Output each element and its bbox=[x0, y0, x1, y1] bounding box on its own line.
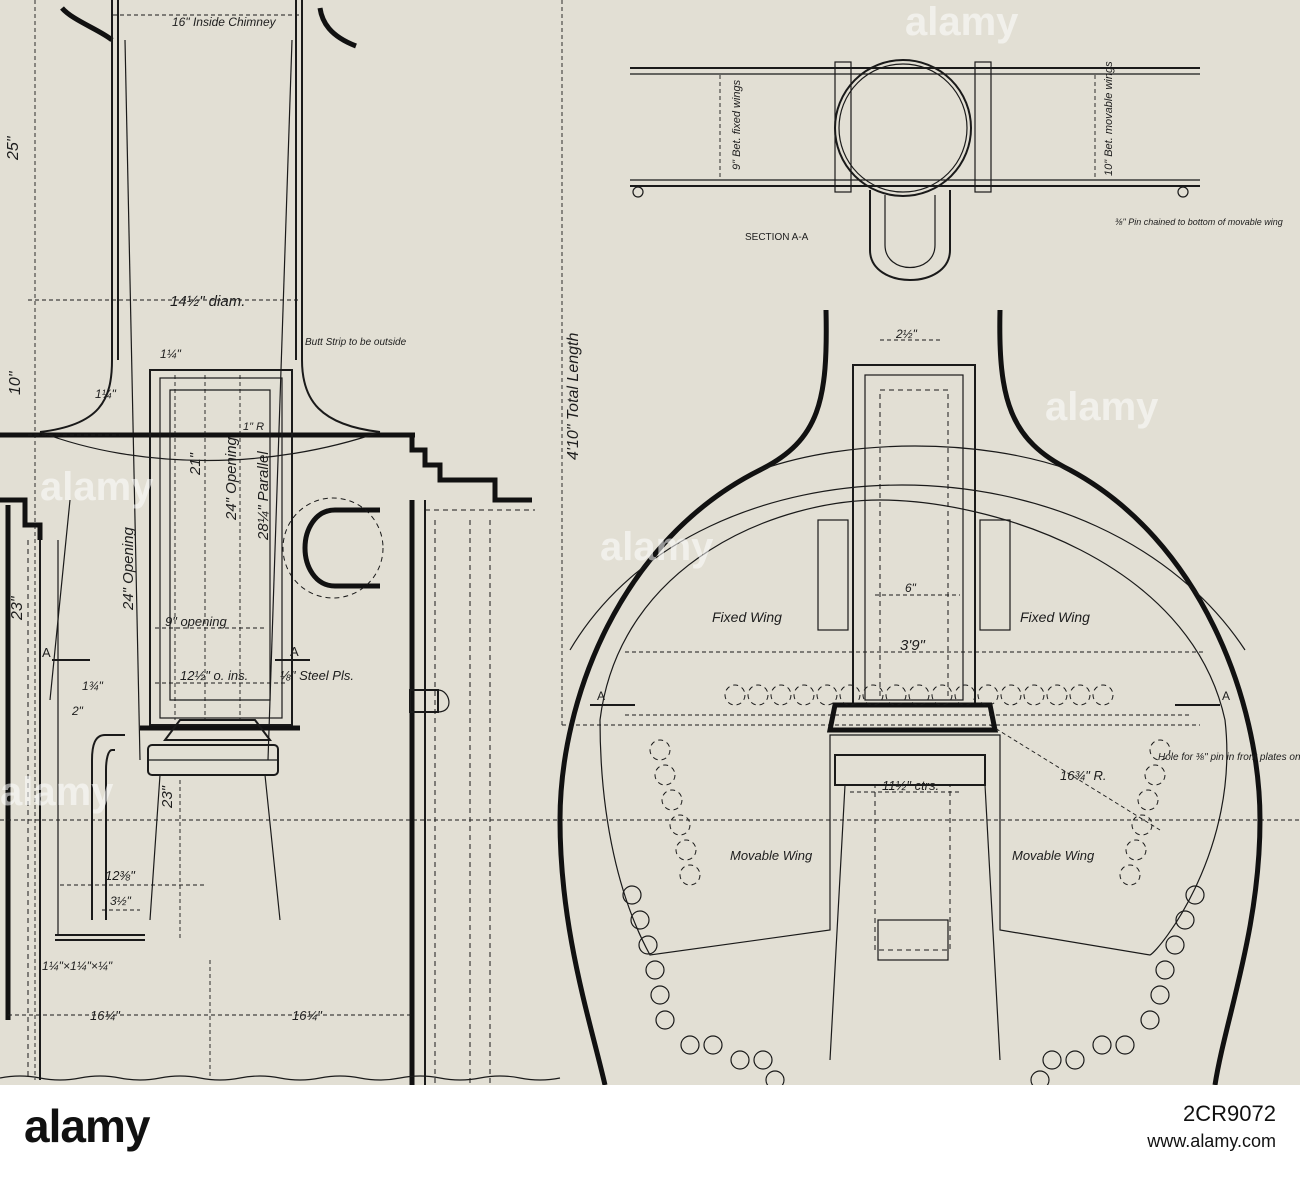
footer-logo[interactable]: alamy bbox=[24, 1100, 150, 1152]
label-height-23b: 23" bbox=[159, 785, 176, 809]
chimney-flare-left bbox=[60, 6, 114, 42]
stack-circle bbox=[834, 59, 972, 197]
label-sect-a-left: A bbox=[42, 645, 51, 660]
label-fixed-wing-right: Fixed Wing bbox=[1020, 609, 1090, 625]
label-width-16-right: 16¼" bbox=[292, 1008, 323, 1023]
label-height-21: 21" bbox=[187, 452, 204, 476]
label-width-12: 12⅜" bbox=[105, 868, 136, 883]
label-sect-a-right: A bbox=[290, 644, 299, 659]
chimney-wall-right bbox=[301, 0, 381, 433]
label-height-10: 10" bbox=[7, 370, 24, 395]
label-quarter-top: 1¼" bbox=[160, 347, 182, 361]
watermark-left: alamy bbox=[40, 465, 154, 509]
stock-footer: alamy 2CR9072 www.alamy.com bbox=[0, 1085, 1300, 1177]
label-width-6: 6" bbox=[905, 581, 917, 595]
section-a-a-view bbox=[630, 59, 1200, 281]
watermark-right: alamy bbox=[1045, 385, 1159, 429]
label-movable-wings-10: 10" Bet. movable wings bbox=[1103, 61, 1115, 176]
watermark-bottom: alamy bbox=[0, 770, 114, 814]
side-section-view bbox=[0, 0, 1300, 1085]
engineering-drawing: .thin { stroke: #1a1a1a; stroke-width: 1… bbox=[0, 0, 1300, 1090]
label-width-16-left: 16¼" bbox=[90, 1008, 121, 1023]
label-opening-9: 9" opening bbox=[165, 614, 227, 629]
watermark-center: alamy bbox=[600, 525, 714, 569]
label-radius-16: 16¾" R. bbox=[1060, 768, 1107, 783]
label-fixed-wings-9: 9" Bet. fixed wings bbox=[731, 79, 743, 170]
drawing-svg: .thin { stroke: #1a1a1a; stroke-width: 1… bbox=[0, 0, 1300, 1090]
label-angle-size: 1¼"×1¼"×¼" bbox=[42, 959, 113, 973]
label-movable-wing-left: Movable Wing bbox=[730, 848, 813, 863]
label-width-2: 2½" bbox=[895, 327, 918, 341]
label-quarter-left: 1¼" bbox=[95, 387, 117, 401]
boiler-outline-left bbox=[557, 309, 829, 1086]
footer-url[interactable]: www.alamy.com bbox=[1147, 1131, 1276, 1151]
watermark-layer: alamy alamy alamy alamy alamy bbox=[0, 0, 1159, 814]
label-section-title: SECTION A-A bbox=[745, 232, 809, 243]
label-three-quarter: 1¾" bbox=[82, 679, 104, 693]
label-opening-24-left: 24" Opening bbox=[120, 526, 137, 611]
label-steel-pls: ⅛" Steel Pls. bbox=[280, 668, 354, 683]
front-view bbox=[557, 309, 1263, 1090]
label-hole-note: Hole for ⅜" pin in front plates only bbox=[1158, 752, 1300, 763]
label-diam-14: 14½" diam. bbox=[170, 293, 245, 310]
image-code: 2CR9072 bbox=[1183, 1101, 1276, 1126]
pipe-opening bbox=[302, 507, 380, 589]
label-pin-note: ⅜" Pin chained to bottom of movable wing bbox=[1115, 217, 1283, 227]
label-ctrs-11: 11½" ctrs. bbox=[882, 778, 939, 793]
chimney-wall-left bbox=[39, 0, 113, 433]
label-parallel-28: 28¼" Parallel bbox=[255, 451, 272, 541]
label-width-39: 3'9" bbox=[900, 637, 926, 654]
label-fixed-wing-left: Fixed Wing bbox=[712, 609, 782, 625]
label-sect-a-right-front: A bbox=[1222, 689, 1230, 703]
label-ins-12: 12½" o. ins. bbox=[180, 668, 248, 683]
label-width-3: 3½" bbox=[110, 894, 132, 908]
tube-holes bbox=[622, 684, 1205, 1090]
label-height-23a: 23" bbox=[9, 595, 26, 621]
boiler-outline-right bbox=[997, 309, 1263, 1086]
label-sect-a-left-front: A bbox=[597, 689, 605, 703]
label-butt-strip: Butt Strip to be outside bbox=[305, 337, 407, 348]
watermark-top: alamy bbox=[905, 0, 1019, 44]
step-plate bbox=[380, 432, 532, 503]
label-total-length: 4'10" Total Length bbox=[565, 333, 582, 460]
label-movable-wing-right: Movable Wing bbox=[1012, 848, 1095, 863]
chimney-flare-right bbox=[317, 7, 357, 49]
label-radius-r: 1" R bbox=[243, 421, 264, 433]
label-inside-chimney: 16" Inside Chimney bbox=[172, 15, 277, 29]
label-height-25: 25" bbox=[5, 135, 22, 161]
exhaust-loop bbox=[869, 190, 951, 281]
drawing-labels: 16" Inside Chimney 25" 10" 23" 23" 14½" … bbox=[5, 15, 1300, 1023]
label-two-in: 2" bbox=[71, 704, 84, 718]
label-opening-24-mid: 24" Opening bbox=[223, 436, 240, 521]
wing-plates bbox=[599, 499, 1228, 956]
footer-meta: 2CR9072 www.alamy.com bbox=[1147, 1101, 1276, 1152]
